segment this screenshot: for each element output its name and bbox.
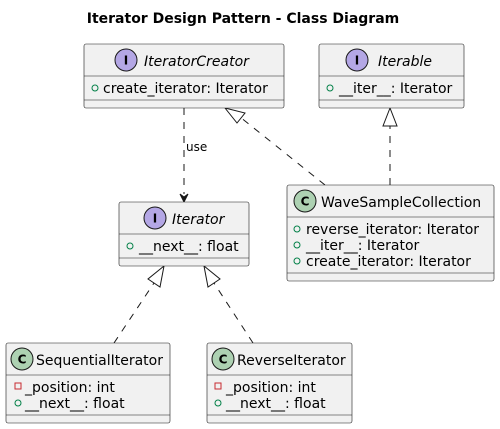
member: __next__: float xyxy=(24,396,125,412)
member: __iter__: Iterator xyxy=(305,238,420,254)
dependency-arrowhead xyxy=(179,193,189,204)
public-visibility-icon xyxy=(293,257,301,265)
svg-text:I: I xyxy=(355,54,359,68)
svg-text:I: I xyxy=(153,212,157,226)
class-name: Iterator xyxy=(172,212,226,228)
member: _position: int xyxy=(225,380,316,396)
member: reverse_iterator: Iterator xyxy=(306,222,479,238)
public-visibility-icon xyxy=(14,399,22,407)
member: _position: int xyxy=(24,380,115,396)
public-visibility-icon xyxy=(293,225,301,233)
class-name: IteratorCreator xyxy=(144,54,250,70)
public-visibility-icon xyxy=(91,84,99,92)
public-visibility-icon xyxy=(293,241,301,249)
relation-wave-realizes-creator xyxy=(223,107,326,186)
class-box-wave-sample-collection[interactable]: C WaveSampleCollection reverse_iterator:… xyxy=(286,184,495,282)
member: __next__: float xyxy=(138,239,239,255)
class-box-iterable[interactable]: I Iterable __iter__: Iterator xyxy=(318,43,465,109)
realization-arrowhead xyxy=(147,264,165,288)
class-box-reverse-iterator[interactable]: C ReverseIterator _position: int __next_… xyxy=(206,342,353,424)
realization-arrowhead xyxy=(223,107,246,124)
member: create_iterator: Iterator xyxy=(103,81,268,97)
class-name: WaveSampleCollection xyxy=(321,195,481,211)
realization-arrowhead xyxy=(203,264,221,288)
relation-wave-realizes-iterable xyxy=(382,106,398,185)
svg-text:C: C xyxy=(219,353,228,367)
class-badge-icon xyxy=(10,347,34,371)
class-box-iterator-creator[interactable]: I IteratorCreator create_iterator: Itera… xyxy=(83,43,285,109)
interface-badge-icon xyxy=(143,206,167,230)
svg-text:C: C xyxy=(18,353,27,367)
public-visibility-icon xyxy=(326,84,334,92)
interface-badge-icon xyxy=(114,48,138,72)
relation-creator-uses-iterator: use xyxy=(179,108,207,204)
class-badge-icon xyxy=(211,347,235,371)
class-name: Iterable xyxy=(378,54,432,70)
diagram-title: Iterator Design Pattern - Class Diagram xyxy=(87,11,399,27)
public-visibility-icon xyxy=(214,399,222,407)
member: create_iterator: Iterator xyxy=(306,254,471,270)
interface-badge-icon xyxy=(345,48,369,72)
svg-text:I: I xyxy=(124,54,128,68)
svg-text:C: C xyxy=(301,195,310,209)
realization-arrowhead xyxy=(382,106,398,127)
relation-sequential-realizes-iterator xyxy=(113,264,165,344)
member: __iter__: Iterator xyxy=(338,81,453,97)
relation-label-use: use xyxy=(186,140,207,154)
member: __next__: float xyxy=(225,396,326,412)
class-name: SequentialIterator xyxy=(36,353,163,369)
relation-reverse-realizes-iterator xyxy=(203,264,254,344)
class-badge-icon xyxy=(293,189,317,213)
private-visibility-icon xyxy=(14,382,22,390)
private-visibility-icon xyxy=(214,382,222,390)
class-box-iterator[interactable]: I Iterator __next__: float xyxy=(118,201,250,267)
class-box-sequential-iterator[interactable]: C SequentialIterator _position: int __ne… xyxy=(5,342,171,424)
class-name: ReverseIterator xyxy=(237,353,346,369)
public-visibility-icon xyxy=(126,242,134,250)
